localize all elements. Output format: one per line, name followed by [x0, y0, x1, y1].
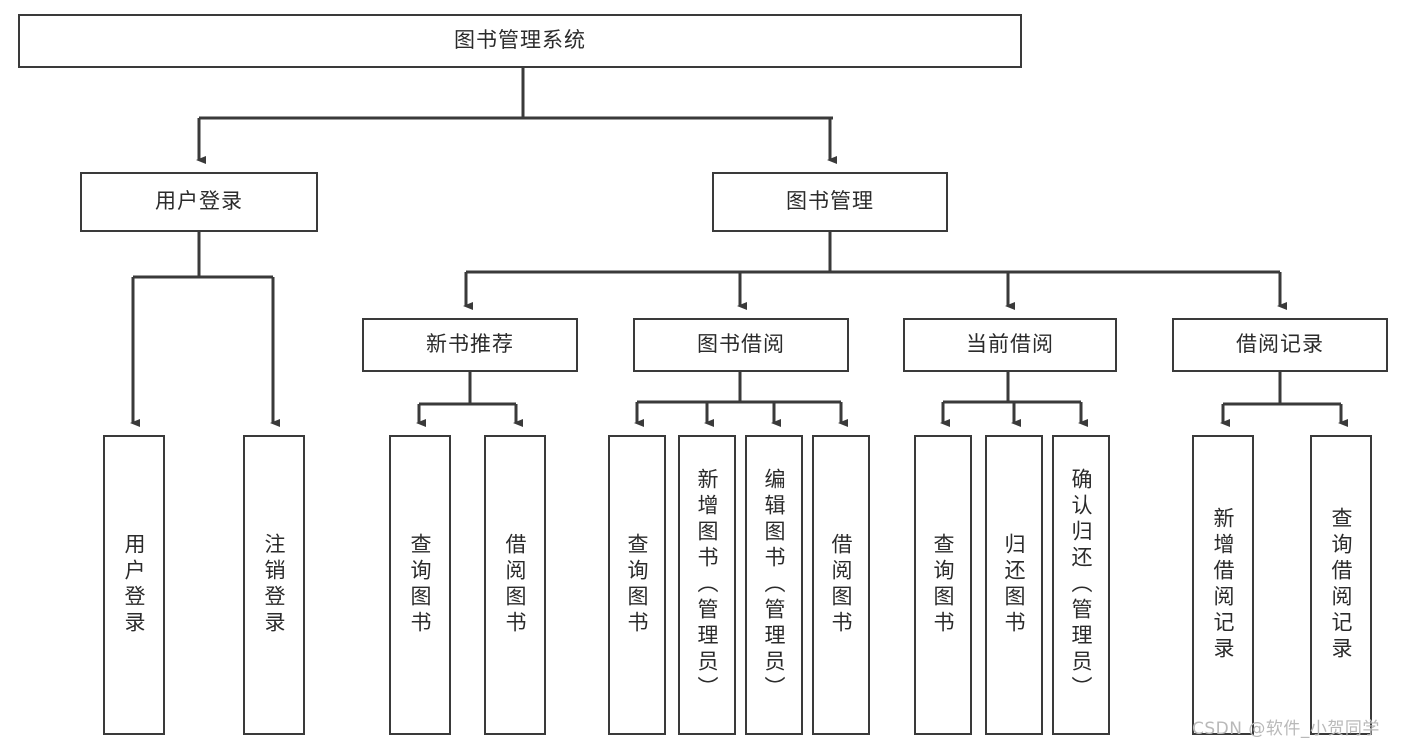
node-leaf-query-book-borrow[interactable]: 查询图书 — [608, 435, 666, 735]
node-leaf-query-borrow-record-label: 查询借阅记录 — [1329, 507, 1354, 663]
node-leaf-return-book[interactable]: 归还图书 — [985, 435, 1043, 735]
node-new-book-recommend-label: 新书推荐 — [426, 332, 514, 357]
node-leaf-query-book-recommend[interactable]: 查询图书 — [389, 435, 451, 735]
node-root-system[interactable]: 图书管理系统 — [18, 14, 1022, 68]
csdn-watermark: CSDN @软件_小贺同学 — [1192, 719, 1380, 739]
node-leaf-logout[interactable]: 注销登录 — [243, 435, 305, 735]
node-book-borrow-label: 图书借阅 — [697, 332, 785, 357]
node-book-manage[interactable]: 图书管理 — [712, 172, 948, 232]
node-leaf-add-book-admin-label: 新增图书（管理员） — [695, 468, 720, 702]
node-leaf-logout-label: 注销登录 — [262, 533, 287, 637]
node-leaf-borrow-book[interactable]: 借阅图书 — [812, 435, 870, 735]
node-leaf-confirm-return-admin[interactable]: 确认归还（管理员） — [1052, 435, 1110, 735]
node-leaf-borrow-book-label: 借阅图书 — [829, 533, 854, 637]
node-borrow-record[interactable]: 借阅记录 — [1172, 318, 1388, 372]
node-leaf-add-borrow-record-label: 新增借阅记录 — [1211, 507, 1236, 663]
node-current-borrow[interactable]: 当前借阅 — [903, 318, 1117, 372]
node-book-borrow[interactable]: 图书借阅 — [633, 318, 849, 372]
node-new-book-recommend[interactable]: 新书推荐 — [362, 318, 578, 372]
node-leaf-query-book-current-label: 查询图书 — [931, 533, 956, 637]
node-leaf-return-book-label: 归还图书 — [1002, 533, 1027, 637]
node-leaf-user-login[interactable]: 用户登录 — [103, 435, 165, 735]
node-leaf-borrow-book-recommend[interactable]: 借阅图书 — [484, 435, 546, 735]
node-leaf-query-book-recommend-label: 查询图书 — [408, 533, 433, 637]
node-leaf-query-book-current[interactable]: 查询图书 — [914, 435, 972, 735]
node-user-login-label: 用户登录 — [155, 189, 243, 214]
node-borrow-record-label: 借阅记录 — [1236, 332, 1324, 357]
node-leaf-query-book-borrow-label: 查询图书 — [625, 533, 650, 637]
node-leaf-user-login-label: 用户登录 — [122, 533, 147, 637]
node-leaf-edit-book-admin-label: 编辑图书（管理员） — [762, 468, 787, 702]
node-leaf-add-book-admin[interactable]: 新增图书（管理员） — [678, 435, 736, 735]
node-leaf-add-borrow-record[interactable]: 新增借阅记录 — [1192, 435, 1254, 735]
node-leaf-borrow-book-recommend-label: 借阅图书 — [503, 533, 528, 637]
node-user-login[interactable]: 用户登录 — [80, 172, 318, 232]
node-root-label: 图书管理系统 — [454, 28, 586, 53]
node-current-borrow-label: 当前借阅 — [966, 332, 1054, 357]
node-leaf-query-borrow-record[interactable]: 查询借阅记录 — [1310, 435, 1372, 735]
node-leaf-edit-book-admin[interactable]: 编辑图书（管理员） — [745, 435, 803, 735]
node-book-manage-label: 图书管理 — [786, 189, 874, 214]
node-leaf-confirm-return-admin-label: 确认归还（管理员） — [1069, 468, 1094, 702]
